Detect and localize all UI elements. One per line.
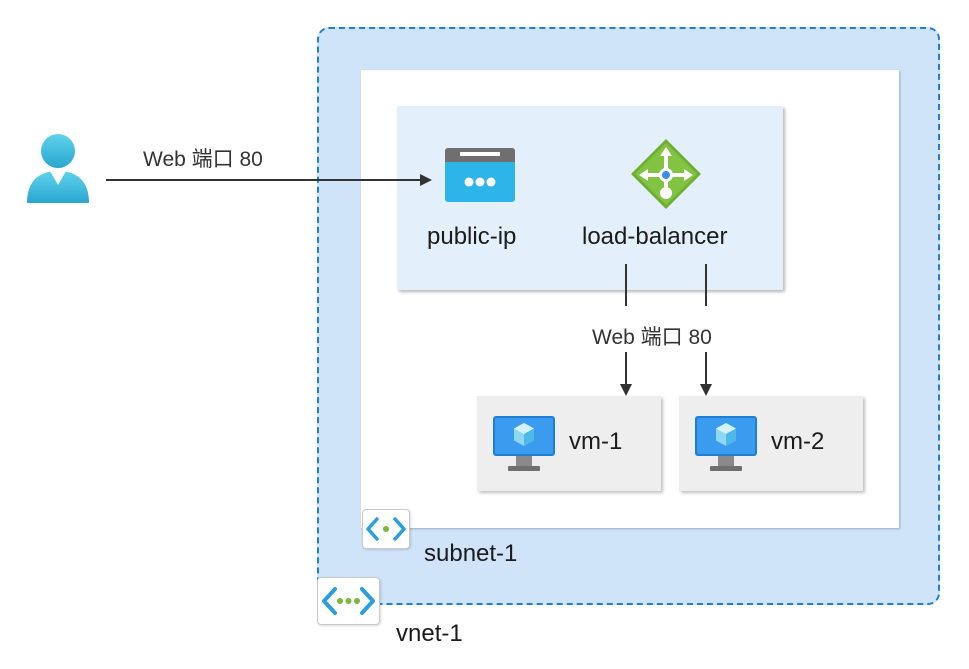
subnet-label: subnet-1	[424, 540, 518, 567]
load-balancer-label: load-balancer	[582, 223, 728, 250]
vm-1-label: vm-1	[569, 428, 623, 455]
public-ip-label: public-ip	[427, 223, 517, 250]
public-ip-icon	[445, 148, 515, 202]
subnet-icon	[362, 509, 410, 549]
inbound-arrow	[106, 170, 432, 190]
inbound-port-label: Web 端口 80	[143, 148, 263, 171]
user-icon	[25, 133, 91, 203]
vm-2-label: vm-2	[771, 428, 825, 455]
virtual-machine-icon	[493, 416, 555, 472]
backend-arrow-vm-2	[696, 264, 716, 396]
vm-1-box: vm-1	[477, 396, 661, 491]
virtual-network-icon	[317, 577, 380, 625]
vm-2-box: vm-2	[679, 396, 863, 491]
virtual-machine-icon	[695, 416, 757, 472]
load-balancer-icon	[631, 139, 701, 209]
backend-arrow-vm-1	[616, 264, 636, 396]
backend-port-label: Web 端口 80	[592, 326, 712, 349]
vnet-label: vnet-1	[396, 620, 463, 647]
